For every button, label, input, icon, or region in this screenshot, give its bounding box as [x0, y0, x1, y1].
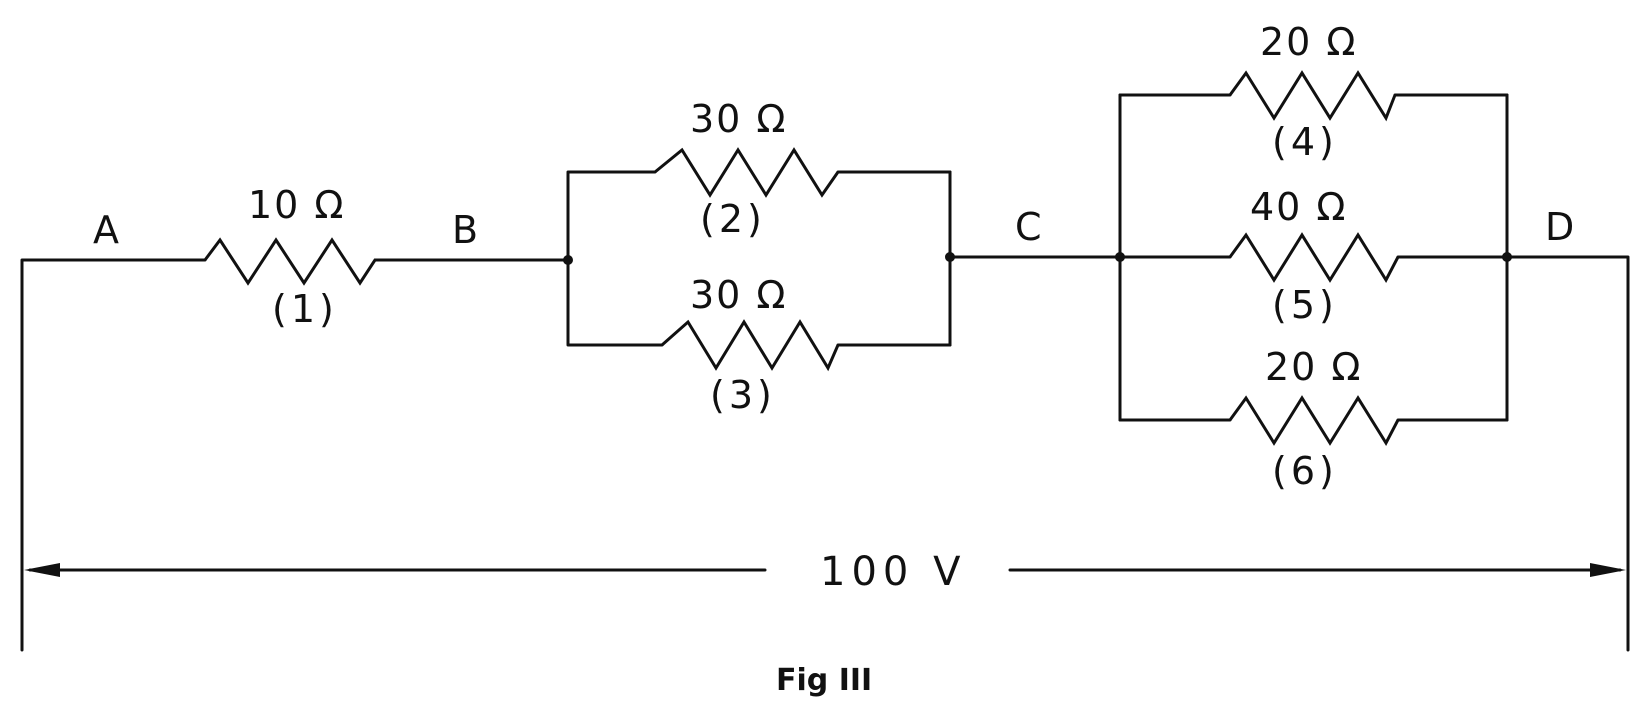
resistor-5-value: 40 Ω: [1250, 185, 1347, 229]
resistor-2-symbol: [654, 147, 840, 198]
junctions: [563, 252, 1512, 265]
resistors: [203, 70, 1400, 447]
wire-block1-bottom: [566, 258, 664, 347]
junction-c-left: [945, 252, 955, 262]
voltage-arrow-left: [24, 563, 60, 577]
node-label-d: D: [1545, 205, 1574, 249]
resistor-2-value: 30 Ω: [690, 97, 787, 141]
voltage-arrow-right: [1590, 563, 1626, 577]
resistor-5-symbol: [1228, 232, 1400, 284]
resistor-4-symbol: [1228, 70, 1397, 122]
wire-left: [20, 258, 207, 652]
resistor-1-value: 10 Ω: [248, 183, 345, 227]
resistor-2-number: (2): [700, 197, 766, 241]
node-label-b: B: [452, 208, 478, 252]
junction-b: [563, 255, 573, 265]
node-label-a: A: [93, 208, 119, 252]
voltage-label: 100 V: [820, 549, 966, 595]
resistor-6-symbol: [1228, 395, 1400, 447]
resistor-1-symbol: [203, 237, 390, 286]
wire-block1-top: [566, 170, 657, 262]
resistor-4-number: (4): [1272, 120, 1338, 164]
circuit-wires: [20, 93, 1630, 652]
resistor-6-value: 20 Ω: [1265, 345, 1362, 389]
figure-caption: Fig III: [776, 663, 872, 698]
resistor-5-number: (5): [1272, 283, 1338, 327]
resistor-3-value: 30 Ω: [690, 273, 787, 317]
voltage-dimension: [24, 563, 1626, 577]
resistor-4-value: 20 Ω: [1260, 20, 1357, 64]
junction-d: [1502, 252, 1512, 262]
wire-right: [1505, 255, 1630, 652]
resistor-1-number: (1): [272, 287, 338, 331]
resistor-6-number: (6): [1272, 449, 1338, 493]
resistor-3-symbol: [661, 319, 840, 372]
node-label-c: C: [1015, 205, 1042, 249]
resistor-3-number: (3): [710, 373, 776, 417]
junction-c-right: [1115, 252, 1125, 262]
